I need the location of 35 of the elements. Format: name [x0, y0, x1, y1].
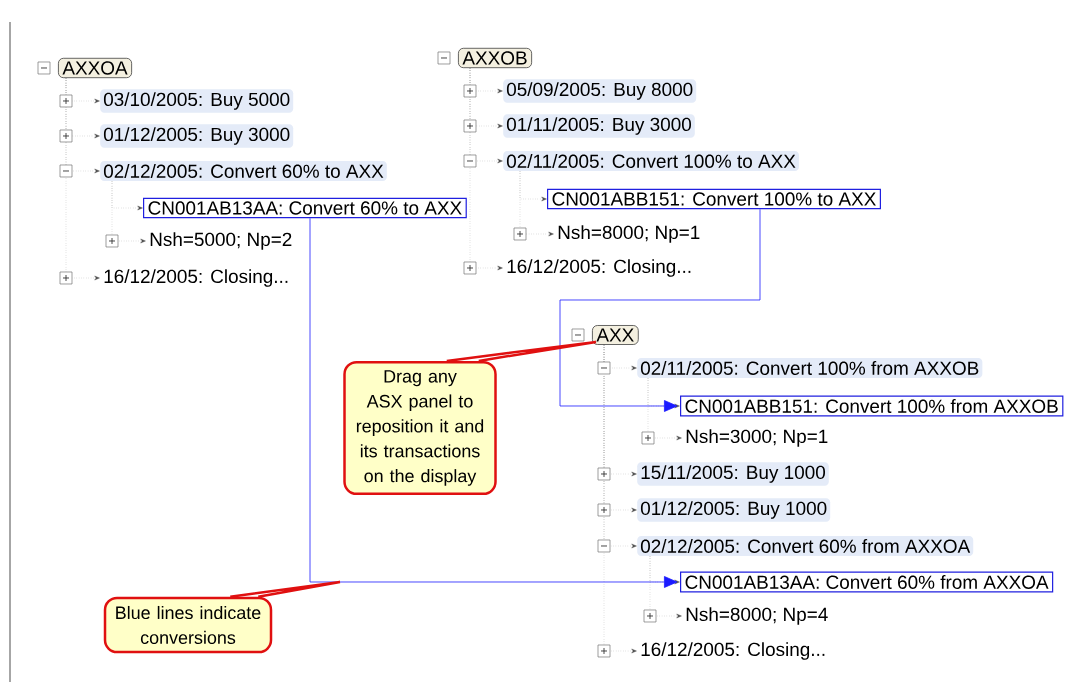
tree-connector [647, 377, 682, 441]
account-tag: AXXOB [458, 47, 533, 69]
transaction-item: 01/11/2005: Buy 3000 [503, 114, 695, 138]
conversion-box: CN001ABB151: Convert 100% from AXXOB [680, 395, 1064, 417]
tree-connector [65, 77, 100, 281]
conversion-box: CN001AB13AA: Convert 60% from AXXOA [680, 571, 1054, 593]
transaction-item: 01/12/2005: Buy 3000 [100, 124, 294, 148]
transaction-item: 15/11/2005: Buy 1000 [637, 462, 829, 486]
transaction-item: 05/09/2005: Buy 8000 [503, 79, 697, 103]
conversion-box: CN001AB13AA: Convert 60% to AXX [143, 197, 467, 219]
conversion-line [309, 217, 678, 588]
summary-item: Nsh=5000; Np=2 [150, 232, 292, 250]
transaction-item: 01/12/2005: Buy 1000 [637, 498, 831, 522]
transaction-item: 03/10/2005: Buy 5000 [100, 89, 294, 113]
summary-item: Nsh=8000; Np=1 [558, 225, 700, 243]
account-tag: AXXOA [58, 57, 133, 79]
transaction-item: 02/11/2005: Convert 100% to AXX [503, 151, 799, 171]
tree-connector [603, 344, 637, 654]
tree-connector [519, 170, 554, 237]
callout-bubble: Drag any ASX panel to reposition it and its transactions on the display [343, 360, 497, 496]
transaction-item: 02/11/2005: Convert 100% from AXXOB [637, 358, 983, 378]
transaction-item: 02/12/2005: Convert 60% to AXX [100, 161, 387, 181]
tree-connector [469, 67, 503, 271]
tree-connector [649, 555, 682, 619]
callout-bubble: Blue lines indicate conversions [103, 596, 273, 654]
transaction-item: 02/12/2005: Convert 60% from AXXOA [637, 536, 974, 556]
account-tag: AXX [592, 325, 639, 345]
summary-item: Nsh=8000; Np=4 [686, 607, 828, 625]
tree-connector [111, 180, 146, 244]
summary-item: Nsh=3000; Np=1 [686, 429, 828, 447]
summary-item: 16/12/2005: Closing... [104, 269, 288, 287]
summary-item: 16/12/2005: Closing... [641, 642, 825, 660]
conversion-box: CN001ABB151: Convert 100% to AXX [547, 188, 881, 210]
conversion-line [559, 208, 761, 412]
summary-item: 16/12/2005: Closing... [507, 259, 691, 277]
